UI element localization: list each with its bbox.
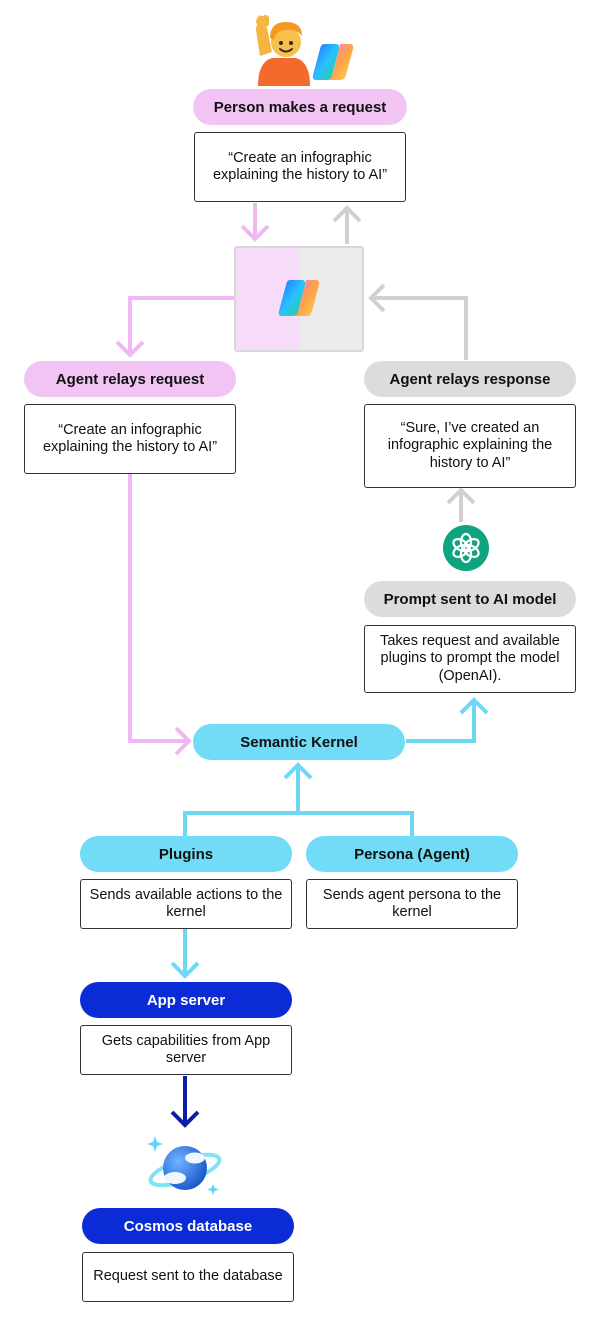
openai-logo-icon: [443, 525, 489, 571]
agent-relays-response-text: “Sure, I’ve created an infographic expla…: [364, 404, 576, 488]
app-server-text: Gets capabilities from App server: [80, 1025, 292, 1075]
arrow-kernel-to-prompt: [406, 702, 476, 743]
plugins-label: Plugins: [80, 836, 292, 872]
waving-person-icon: [256, 15, 310, 86]
prompt-sent-label: Prompt sent to AI model: [364, 581, 576, 617]
agent-relays-response-label: Agent relays response: [364, 361, 576, 397]
arrow-agent-to-relay-request: [128, 296, 234, 354]
arrowhead-kernel-to-prompt: [459, 697, 489, 715]
arrowhead-app-server-to-cosmos: [170, 1110, 200, 1128]
arrowhead-plugins-persona-to-kernel: [283, 762, 313, 780]
persona-label: Persona (Agent): [306, 836, 518, 872]
arrowhead-relay-to-kernel: [174, 726, 192, 756]
arrowhead-request-to-agent: [240, 224, 270, 242]
person-request-text: “Create an infographic explaining the hi…: [194, 132, 406, 202]
agent-relays-request-label: Agent relays request: [24, 361, 236, 397]
arrowhead-openai-to-response: [446, 487, 476, 505]
arrowhead-plugins-to-app-server: [170, 961, 200, 979]
arrowhead-agent-to-relay-request: [115, 340, 145, 358]
copilot-agent-icon: [278, 280, 320, 316]
arrowhead-response-to-agent: [368, 283, 386, 313]
copilot-logo-icon: [312, 44, 354, 80]
app-server-label: App server: [80, 982, 292, 1018]
person-request-label: Person makes a request: [193, 89, 407, 125]
cosmos-db-icon: [147, 1136, 222, 1195]
arrow-plugins-persona-to-kernel: [183, 766, 414, 836]
prompt-sent-text: Takes request and available plugins to p…: [364, 625, 576, 693]
cosmos-database-text: Request sent to the database: [82, 1252, 294, 1302]
agent-relays-request-text: “Create an infographic explaining the hi…: [24, 404, 236, 474]
arrow-response-to-agent: [372, 296, 468, 360]
semantic-kernel-label: Semantic Kernel: [193, 724, 405, 760]
cosmos-database-label: Cosmos database: [82, 1208, 294, 1244]
arrow-relay-to-kernel: [128, 474, 188, 743]
plugins-text: Sends available actions to the kernel: [80, 879, 292, 929]
persona-text: Sends agent persona to the kernel: [306, 879, 518, 929]
arrowhead-agent-to-person: [332, 205, 362, 223]
